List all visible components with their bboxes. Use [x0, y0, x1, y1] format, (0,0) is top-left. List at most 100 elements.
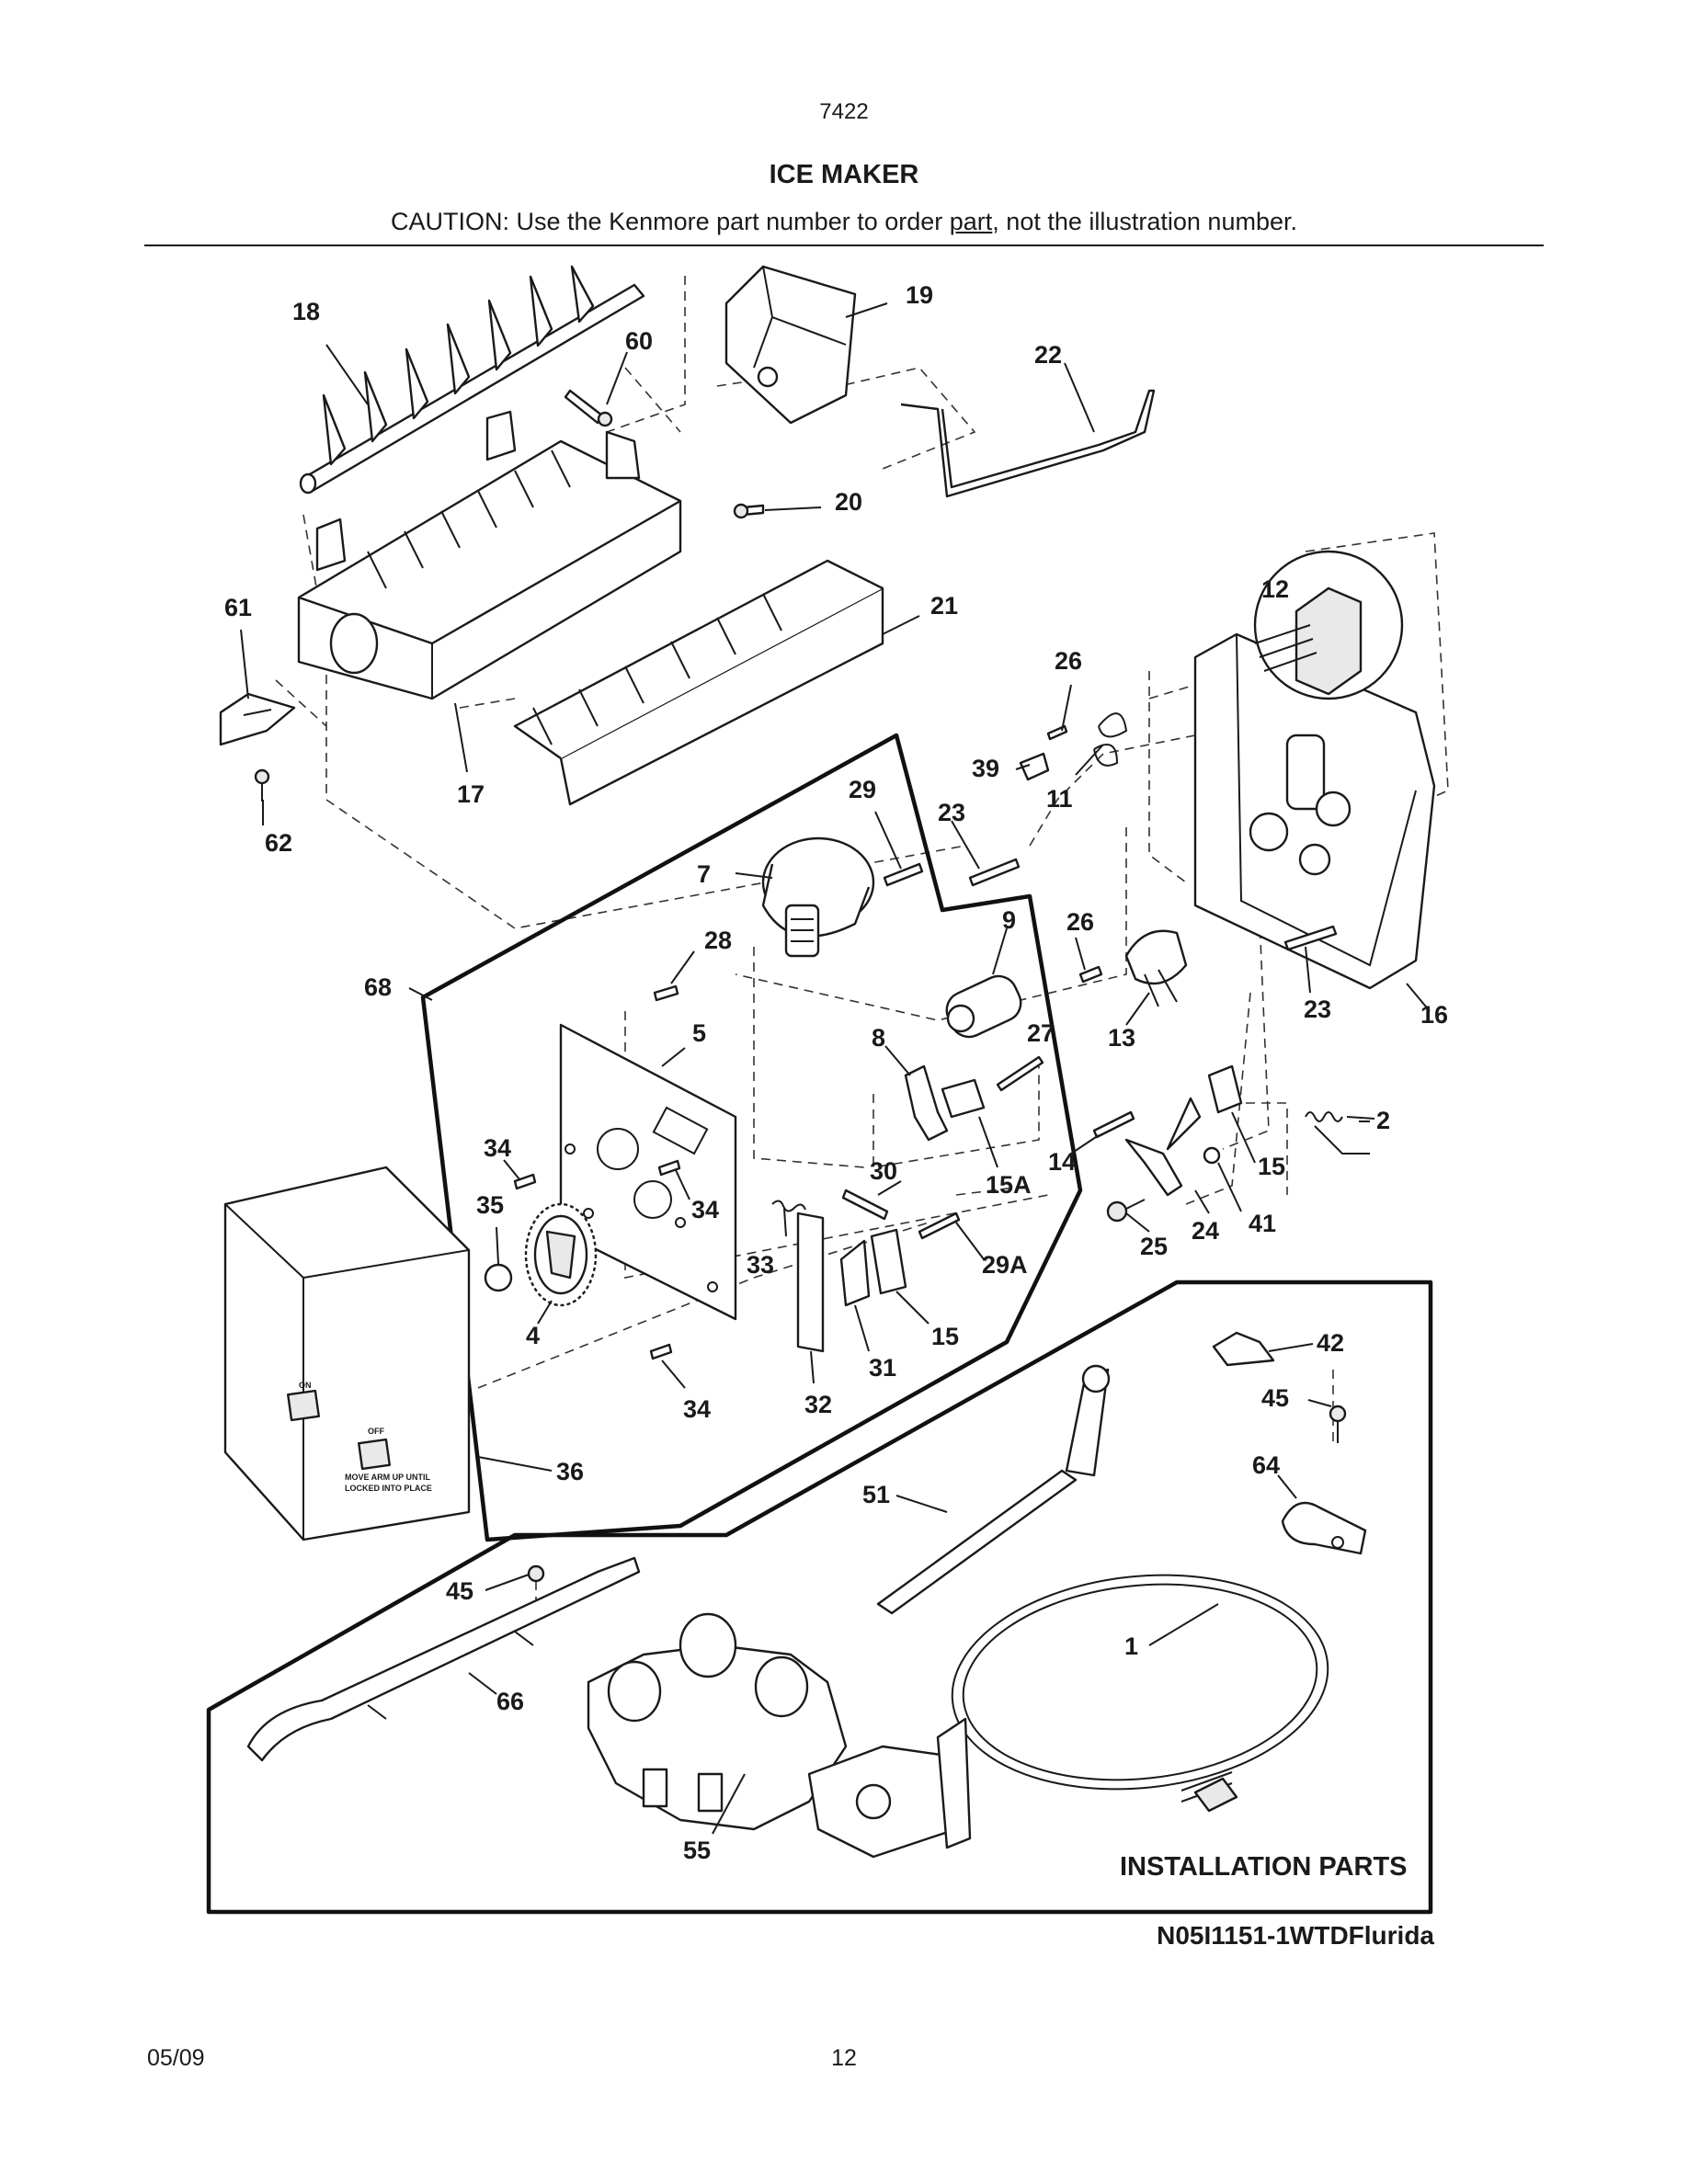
control-box-off-label: OFF [368, 1427, 384, 1436]
clip-part-42 [1212, 1331, 1275, 1367]
pin-part-27 [996, 1055, 1044, 1092]
spring-part-2 [1305, 1111, 1370, 1155]
motor-part [761, 836, 875, 958]
clamp-part-64 [1281, 1501, 1367, 1555]
gear-part-4 [524, 1202, 598, 1307]
callout-17: 17 [457, 780, 485, 808]
callout-15-right: 15 [1258, 1153, 1285, 1180]
callout-25: 25 [1140, 1233, 1168, 1260]
callout-62: 62 [265, 829, 292, 857]
callout-42: 42 [1317, 1329, 1344, 1357]
callout-41: 41 [1249, 1210, 1276, 1237]
callout-5: 5 [692, 1019, 706, 1047]
callout-64: 64 [1252, 1451, 1280, 1479]
screw-part-23-upper [968, 858, 1021, 887]
callout-32: 32 [804, 1391, 832, 1418]
callout-15-lower: 15 [931, 1323, 959, 1350]
callout-8: 8 [872, 1024, 885, 1052]
screw-part-60 [564, 389, 613, 427]
callout-7: 7 [697, 860, 711, 888]
callout-51: 51 [862, 1481, 890, 1508]
callout-26-upper: 26 [1055, 647, 1082, 675]
switch-part-15-right [1207, 1064, 1243, 1114]
bracket-part-61 [219, 692, 296, 746]
heater-part-13 [1124, 929, 1188, 1007]
installation-parts-box [206, 1280, 1433, 1915]
callout-55: 55 [683, 1837, 711, 1864]
callout-29: 29 [849, 776, 876, 803]
screw-part-25 [1106, 1199, 1146, 1223]
caution-underlined-word: part [949, 208, 993, 235]
screw-part-45-left [527, 1564, 545, 1583]
lever-part-8 [904, 1064, 949, 1142]
header-rule [144, 245, 1544, 246]
screw-part-34-b [657, 1159, 681, 1177]
callout-28: 28 [704, 927, 732, 954]
callout-22: 22 [1034, 341, 1062, 369]
screw-part-28 [653, 984, 679, 1002]
callout-39: 39 [972, 755, 999, 782]
screw-part-62 [254, 768, 270, 802]
shutoff-arm-part [900, 389, 1156, 498]
screw-part-20 [733, 503, 765, 519]
callout-24: 24 [1192, 1217, 1219, 1245]
callout-45-left: 45 [446, 1577, 473, 1605]
caution-note: CAUTION: Use the Kenmore part number to … [0, 208, 1688, 236]
callout-36: 36 [556, 1458, 584, 1485]
callout-16: 16 [1420, 1001, 1448, 1029]
switch-part-15-lower [870, 1228, 907, 1295]
assembly-dashed-lines [275, 276, 1449, 1627]
footer-date: 05/09 [147, 2045, 205, 2071]
insulator-part-31 [839, 1239, 871, 1307]
fill-tube-part-51 [876, 1364, 1111, 1615]
callout-2: 2 [1376, 1107, 1390, 1134]
callout-labels: 18 60 19 22 20 21 61 17 62 12 26 39 11 2… [224, 281, 1448, 1864]
spring-part-33 [771, 1200, 806, 1212]
ejector-part [299, 265, 645, 495]
callout-30: 30 [870, 1157, 897, 1185]
callout-34-b: 34 [691, 1196, 719, 1223]
callout-19: 19 [906, 281, 933, 309]
model-number: 7422 [819, 99, 869, 124]
lever-part-24 [1124, 1097, 1202, 1197]
caution-prefix: CAUTION: Use the Kenmore part number to … [391, 208, 950, 235]
callout-34-a: 34 [484, 1134, 511, 1162]
bracket-part-32 [796, 1211, 825, 1353]
installation-parts-label: INSTALLATION PARTS [1120, 1852, 1408, 1882]
footer-page-number: 12 [831, 2045, 857, 2071]
pin-part-30 [841, 1189, 889, 1221]
callout-13: 13 [1108, 1024, 1135, 1052]
callout-23-upper: 23 [938, 799, 965, 826]
clip-part-11 [1093, 712, 1128, 767]
screw-part-26-upper [1046, 724, 1068, 741]
leader-lines [240, 302, 1431, 1835]
callout-11: 11 [1046, 785, 1073, 813]
control-box-part: ON OFF MOVE ARM UP UNTIL LOCKED INTO PLA… [223, 1166, 471, 1541]
switch-part-15A [941, 1078, 986, 1119]
harness-plug-part [1253, 550, 1404, 700]
callout-29A: 29A [982, 1251, 1028, 1279]
water-tube-part-66 [246, 1556, 641, 1762]
callout-12: 12 [1261, 575, 1289, 603]
mounting-plate-part [559, 1023, 737, 1321]
clip-part-39 [1019, 752, 1050, 781]
callout-14: 14 [1048, 1148, 1076, 1176]
callout-20: 20 [835, 488, 862, 516]
callout-66: 66 [496, 1688, 524, 1715]
pin-part-14 [1092, 1110, 1135, 1139]
callout-35: 35 [476, 1191, 504, 1219]
callout-27: 27 [1027, 1019, 1055, 1047]
screw-part-45-right [1329, 1405, 1347, 1443]
callout-1: 1 [1124, 1632, 1138, 1660]
water-line-part-1 [951, 1574, 1329, 1813]
callout-4: 4 [526, 1322, 540, 1349]
callout-18: 18 [292, 298, 320, 325]
pin-part-29A [918, 1211, 961, 1240]
callout-60: 60 [625, 327, 653, 355]
mold-cover-part [724, 265, 857, 425]
harness-kit-outline [420, 733, 1083, 1542]
screw-part-34-a [513, 1173, 537, 1190]
callout-34-c: 34 [683, 1395, 711, 1423]
water-valve-part-55 [587, 1612, 972, 1859]
screw-part-23-lower [1283, 925, 1338, 951]
